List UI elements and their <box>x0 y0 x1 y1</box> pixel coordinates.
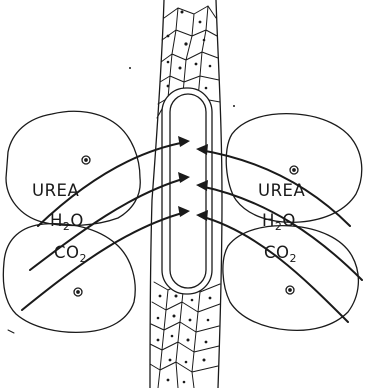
right-urea-label: UREA <box>258 181 305 200</box>
left-upper-cell <box>6 111 140 225</box>
right-lower-cell <box>223 226 358 331</box>
left-urea-label: UREA <box>32 181 79 200</box>
left-co2-label: CO2 <box>54 243 87 265</box>
left-water-label: H2O <box>50 211 84 233</box>
capillary-right-wall <box>216 0 222 388</box>
right-co2-label: CO2 <box>264 243 297 265</box>
right-water-label: H2O <box>262 211 296 233</box>
right-diffusion-arrows <box>200 150 362 322</box>
right-upper-cell <box>226 114 362 223</box>
